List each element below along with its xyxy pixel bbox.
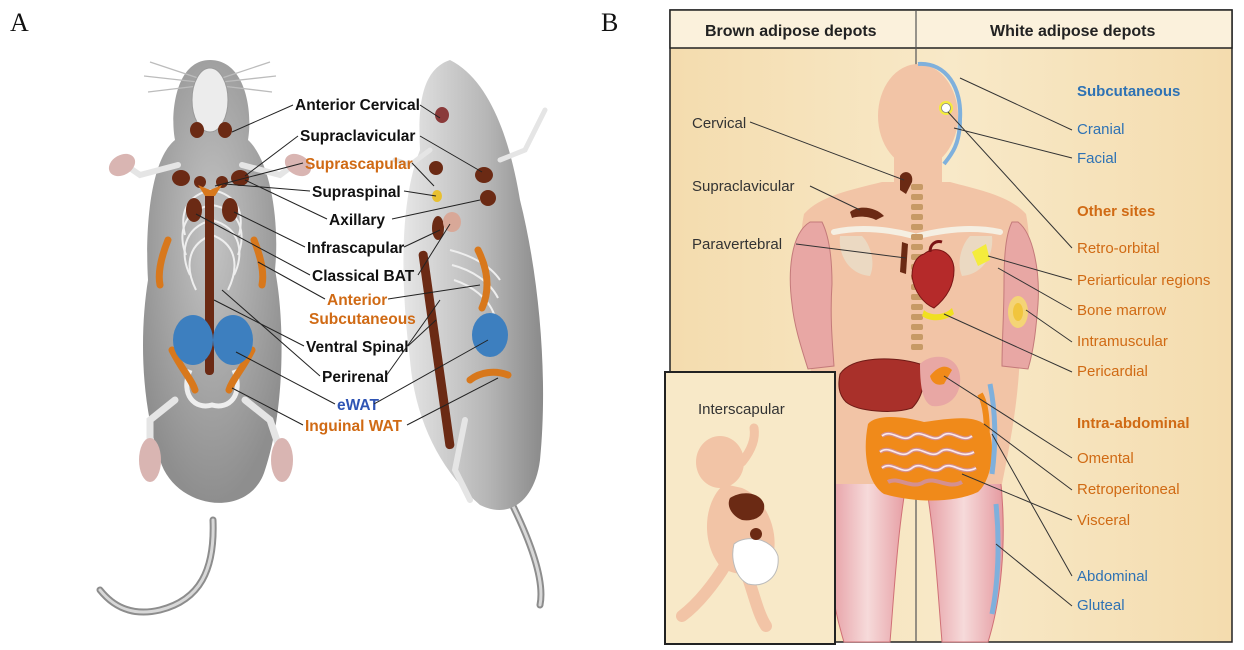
label-inguinal-wat: Inguinal WAT: [305, 418, 403, 435]
label-paravertebral: Paravertebral: [692, 236, 782, 253]
ewat-right: [213, 315, 253, 365]
label-subcutaneous: Subcutaneous: [309, 311, 416, 328]
heading-other-sites: Other sites: [1077, 203, 1155, 220]
mouse-leader-lines: [196, 105, 498, 425]
label-axillary: Axillary: [329, 212, 385, 229]
label-suprascapular: Suprascapular: [305, 156, 413, 173]
label-periarticular: Periarticular regions: [1077, 272, 1210, 289]
header-brown-adipose: Brown adipose depots: [705, 23, 877, 40]
mouse-body: [143, 60, 282, 503]
label-intramuscular: Intramuscular: [1077, 333, 1168, 350]
label-perirenal: Perirenal: [322, 369, 388, 386]
mouse-tail: [100, 520, 213, 612]
ribcage: [182, 190, 241, 290]
mouse-brown-depots-lateral: [429, 161, 496, 240]
label-cranial: Cranial: [1077, 121, 1125, 138]
ventral-spinal-bat: [205, 190, 214, 375]
label-ewat: eWAT: [337, 397, 379, 414]
mouse-orange-depots: [159, 185, 262, 390]
panel-a-letter: A: [10, 8, 29, 38]
label-pericardial: Pericardial: [1077, 363, 1148, 380]
mouse-lateral-view: [395, 60, 545, 605]
ventral-spinal-bat-lateral: [418, 250, 455, 449]
label-classical-bat: Classical BAT: [312, 268, 415, 285]
label-retro-orbital: Retro-orbital: [1077, 240, 1160, 257]
human-adipose-figure: Brown adipose depots White adipose depot…: [662, 4, 1242, 647]
label-gluteal: Gluteal: [1077, 597, 1125, 614]
mouse-dorsal-view: [100, 60, 315, 612]
mouse-tail-lateral: [510, 500, 541, 605]
label-anterior-cervical: Anterior Cervical: [295, 97, 420, 114]
label-visceral: Visceral: [1077, 512, 1130, 529]
label-omental: Omental: [1077, 450, 1134, 467]
ribcage-lateral: [450, 250, 500, 314]
heading-intra-abdominal: Intra-abdominal: [1077, 415, 1190, 432]
ewat-lateral: [472, 313, 508, 357]
mouse-brown-depots: [172, 122, 249, 222]
label-retroperitoneal: Retroperitoneal: [1077, 481, 1180, 498]
label-infrascapular: Infrascapular: [307, 240, 404, 257]
label-supraclavicular: Supraclavicular: [300, 128, 415, 145]
head: [878, 64, 958, 168]
mouse-body-lateral: [403, 60, 543, 510]
liver: [839, 359, 924, 411]
interscapular-inset: Interscapular: [665, 372, 835, 644]
label-ventral-spinal: Ventral Spinal: [306, 339, 409, 356]
ewat-left: [173, 315, 213, 365]
visceral-fat: [866, 417, 992, 501]
label-interscapular: Interscapular: [698, 401, 785, 418]
label-bone-marrow: Bone marrow: [1077, 302, 1166, 319]
whiskers: [144, 62, 276, 92]
label-facial: Facial: [1077, 150, 1117, 167]
heading-subcutaneous: Subcutaneous: [1077, 83, 1180, 100]
label-supraspinal: Supraspinal: [312, 184, 401, 201]
mouse-labels: Anterior Cervical Supraclavicular Supras…: [295, 97, 420, 435]
panel-b-letter: B: [601, 8, 618, 38]
label-supraclavicular-b: Supraclavicular: [692, 178, 795, 195]
header-white-adipose: White adipose depots: [990, 23, 1155, 40]
label-anterior: Anterior: [327, 292, 387, 309]
label-cervical: Cervical: [692, 115, 746, 132]
label-abdominal: Abdominal: [1077, 568, 1148, 585]
